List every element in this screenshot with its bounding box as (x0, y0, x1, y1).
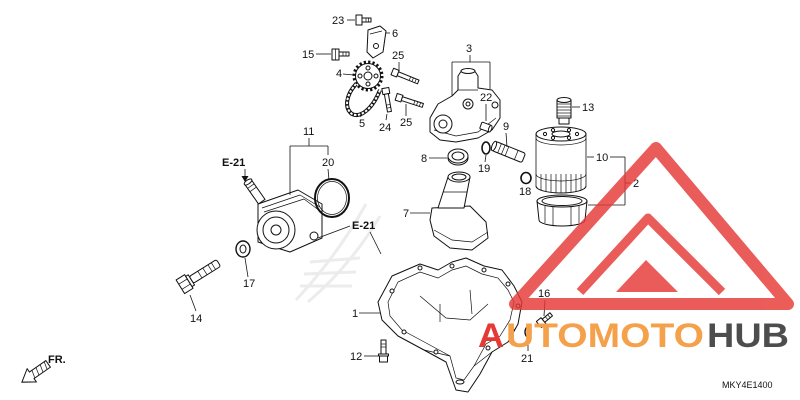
watermark-text-end: HUB (707, 317, 789, 355)
sealing-washer-21 (524, 326, 532, 338)
filter-stud-13 (556, 97, 572, 125)
leader-3-bracket (451, 55, 491, 96)
callout-7: 7 (403, 208, 409, 220)
callout-12: 12 (350, 351, 362, 363)
callout-14: 14 (190, 313, 202, 325)
bolt-23 (355, 14, 372, 26)
callout-18: 18 (519, 186, 531, 198)
callout-1: 1 (352, 308, 358, 320)
leader-24 (385, 113, 388, 121)
bolt-12 (378, 339, 389, 363)
drive-chain-5 (345, 82, 382, 117)
callout-19: 19 (478, 163, 490, 175)
reference-e21-upper: E-21 (222, 157, 245, 169)
callout-4: 4 (336, 68, 342, 80)
dowel-pin-22 (479, 121, 493, 133)
oil-filter-10 (535, 126, 587, 194)
oil-strainer-7 (429, 171, 489, 251)
leader-9 (505, 132, 508, 148)
callout-25-lower: 25 (400, 117, 412, 129)
leader-11-bracket (289, 138, 329, 195)
leader-20 (327, 168, 330, 181)
callout-10: 10 (596, 152, 608, 164)
leader-4 (342, 73, 355, 76)
front-direction-arrow-icon (21, 359, 52, 383)
callout-20: 20 (322, 157, 334, 169)
reference-leaders-lower (317, 225, 382, 255)
callout-22: 22 (480, 92, 492, 104)
reference-arrow-upper (241, 169, 249, 182)
callout-13: 13 (582, 102, 594, 114)
o-ring-20 (314, 178, 350, 218)
leader-19 (484, 154, 487, 163)
callout-21: 21 (521, 353, 533, 365)
logo-outer-triangle (509, 142, 794, 310)
callout-23: 23 (332, 15, 344, 27)
bolt-24 (381, 86, 392, 113)
sprocket-4 (352, 60, 384, 92)
callout-3: 3 (466, 43, 472, 55)
cooler-fitting (243, 178, 266, 205)
logo-core-triangle (616, 260, 678, 292)
drain-bolt-16 (535, 312, 553, 329)
watermark-logo (509, 142, 794, 310)
bracket-6 (366, 25, 387, 59)
o-ring-18 (520, 171, 532, 185)
o-ring-19 (481, 141, 491, 155)
oil-pipe-9 (490, 140, 526, 163)
diagram-code: MKY4E1400 (722, 380, 773, 390)
callout-5: 5 (359, 118, 365, 130)
callout-25-upper: 25 (392, 50, 404, 62)
reference-e21-lower: E-21 (352, 220, 375, 232)
callout-6: 6 (392, 28, 398, 40)
callout-15: 15 (302, 49, 314, 61)
leader-17 (244, 257, 249, 278)
seal-8 (447, 148, 469, 166)
oil-cooler-11 (243, 178, 323, 253)
callout-11: 11 (303, 126, 314, 138)
callout-8: 8 (421, 153, 427, 165)
leader-14 (189, 294, 197, 312)
logo-inner-triangle (576, 213, 726, 296)
banjo-bolt-14 (175, 259, 221, 295)
leader-5 (359, 114, 362, 118)
callout-16: 16 (538, 288, 550, 300)
watermark-text-mid: UTOMOTO (506, 317, 704, 355)
bolt-15 (331, 48, 350, 61)
callout-17: 17 (243, 278, 255, 290)
callout-24: 24 (379, 122, 391, 134)
callout-2: 2 (633, 178, 639, 190)
direction-label: FR. (48, 354, 66, 366)
background-wing-watermark (294, 203, 382, 304)
bolt-25-lower (394, 92, 424, 108)
filter-cover (536, 194, 588, 227)
washer-17 (235, 240, 251, 258)
watermark-text-a: A (478, 317, 504, 355)
bolt-25-upper (390, 67, 420, 85)
callout-9: 9 (503, 121, 509, 133)
